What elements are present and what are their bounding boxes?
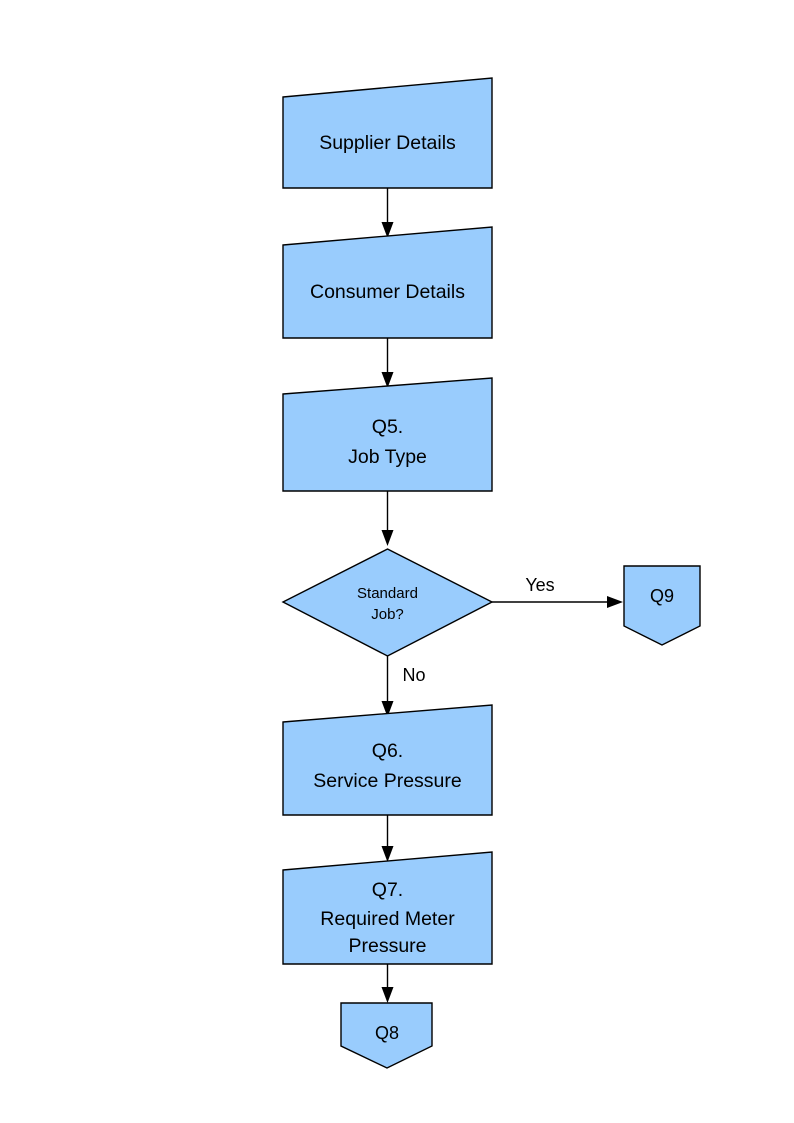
node-label-consumer-details: Consumer Details [310, 281, 465, 303]
node-label-q5-line2: Job Type [348, 446, 427, 468]
node-q6-service-pressure[interactable]: Q6. Service Pressure [282, 704, 493, 816]
edge-q5-to-standard-job [381, 491, 394, 546]
node-label-q7-line2: Required Meter [320, 908, 455, 930]
node-supplier-details[interactable]: Supplier Details [282, 77, 493, 189]
edge-label-yes: Yes [525, 575, 554, 595]
node-label-q9: Q9 [650, 586, 674, 606]
node-label-supplier-details: Supplier Details [319, 132, 456, 154]
edge-q7-to-q8 [381, 964, 394, 1003]
edge-consumer-to-q5 [381, 338, 394, 388]
edge-standard-job-to-q9 [492, 596, 623, 608]
edge-label-no: No [402, 665, 425, 685]
node-standard-job-decision[interactable]: Standard Job? [281, 548, 494, 657]
edge-q6-to-q7 [381, 815, 394, 862]
node-label-q6-line2: Service Pressure [313, 770, 461, 792]
node-consumer-details[interactable]: Consumer Details [282, 226, 493, 339]
node-label-q5-line1: Q5. [372, 416, 403, 438]
node-label-q8: Q8 [375, 1023, 399, 1043]
node-q9[interactable]: Q9 [623, 565, 701, 646]
node-q5-job-type[interactable]: Q5. Job Type [282, 377, 493, 492]
node-label-q6-line1: Q6. [372, 740, 403, 762]
node-q8[interactable]: Q8 [340, 1002, 433, 1069]
node-q7-required-meter-pressure[interactable]: Q7. Required Meter Pressure [282, 851, 493, 965]
edge-supplier-to-consumer [381, 188, 394, 238]
node-label-q7-line1: Q7. [372, 879, 403, 901]
node-label-standard-job-line1: Standard [357, 585, 418, 602]
node-label-q7-line3: Pressure [348, 935, 426, 957]
edge-standard-job-to-q6 [381, 656, 394, 717]
node-label-standard-job-line2: Job? [371, 606, 404, 623]
